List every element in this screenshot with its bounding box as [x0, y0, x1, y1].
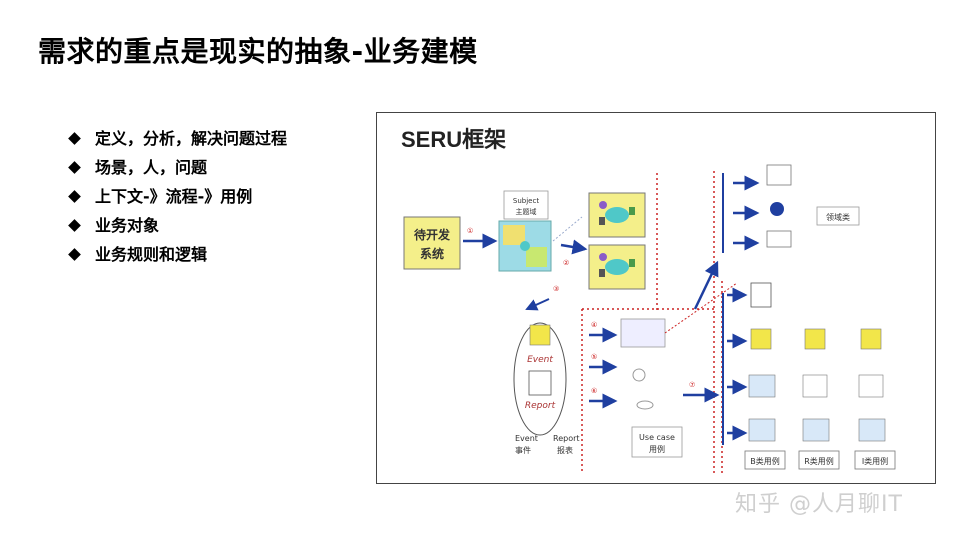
document-icon — [750, 282, 772, 308]
network-icon — [605, 259, 629, 275]
report-caption: 报表 — [557, 445, 573, 455]
flow-arrow — [560, 239, 588, 255]
flow-arrow — [525, 298, 550, 311]
category-label: B类用例 — [750, 456, 780, 466]
step-label: ⑥ — [591, 387, 597, 395]
sticky-note-icon — [860, 328, 882, 350]
step-label: ① — [467, 227, 473, 235]
diagram-heading: SERU框架 — [401, 127, 506, 152]
watermark: 知乎 @人月聊IT — [735, 492, 903, 517]
subject-label: 主题域 — [516, 207, 537, 216]
bullet-item: 业务规则和逻辑 — [68, 240, 287, 269]
step-label: ⑦ — [689, 381, 695, 389]
system-box-label: 待开发 — [414, 227, 451, 242]
dataflow-icon — [766, 230, 792, 248]
diamond-bullet-icon — [68, 219, 81, 232]
screen-icon — [748, 374, 776, 398]
diamond-bullet-icon — [68, 132, 81, 145]
sticky-note-icon — [750, 328, 772, 350]
step-label: ② — [563, 259, 569, 267]
diamond-bullet-icon — [68, 248, 81, 261]
bullet-list: 定义，分析，解决问题过程 场景，人，问题 上下文-》流程-》用例 业务对象 业务… — [68, 124, 287, 269]
category-label: R类用例 — [804, 456, 834, 466]
subject-box — [503, 190, 549, 220]
step-label: ⑤ — [591, 353, 597, 361]
diamond-bullet-icon — [68, 190, 81, 203]
bullet-item: 场景，人，问题 — [68, 153, 287, 182]
event-caption: Event — [515, 434, 538, 443]
step-label: ③ — [553, 285, 559, 293]
system-box-label: 系统 — [420, 246, 444, 261]
step-label: ④ — [591, 321, 597, 329]
usecase-label: Use case — [639, 433, 675, 442]
usecase-box — [631, 426, 683, 458]
sticky-note-icon — [529, 324, 551, 346]
class-diagram-icon — [858, 374, 884, 398]
subject-label: Subject — [513, 197, 539, 205]
screen-icon — [748, 418, 776, 442]
flow-arrow — [693, 260, 719, 310]
class-diagram-icon — [802, 374, 828, 398]
process-diagram-icon — [620, 318, 666, 348]
sticky-note-icon — [804, 328, 826, 350]
bullet-item: 定义，分析，解决问题过程 — [68, 124, 287, 153]
slide-title: 需求的重点是现实的抽象-业务建模 — [38, 35, 478, 68]
bullet-item: 业务对象 — [68, 211, 287, 240]
category-label: I类用例 — [862, 456, 888, 466]
report-label: Report — [525, 401, 556, 411]
system-box — [403, 216, 461, 270]
class-diagram-icon — [766, 164, 792, 186]
network-icon — [605, 207, 629, 223]
category-box — [744, 450, 786, 470]
event-caption: 事件 — [515, 445, 531, 455]
domain-class-label: 领域类 — [826, 212, 850, 222]
report-doc-icon — [528, 370, 552, 396]
seru-diagram: SERU框架 待开发 系统 ① Subject 主题域 — [401, 127, 896, 473]
bullet-item: 上下文-》流程-》用例 — [68, 182, 287, 211]
usecase-label: 用例 — [649, 444, 665, 454]
category-box — [854, 450, 896, 470]
report-caption: Report — [553, 434, 580, 443]
diamond-bullet-icon — [68, 161, 81, 174]
seru-framework-figure: SERU框架 待开发 系统 ① Subject 主题域 — [376, 112, 936, 484]
info-icon — [770, 202, 784, 216]
category-box — [798, 450, 840, 470]
domain-class-box — [816, 206, 860, 226]
event-label: Event — [527, 355, 553, 365]
screen-icon — [802, 418, 830, 442]
screen-icon — [858, 418, 886, 442]
